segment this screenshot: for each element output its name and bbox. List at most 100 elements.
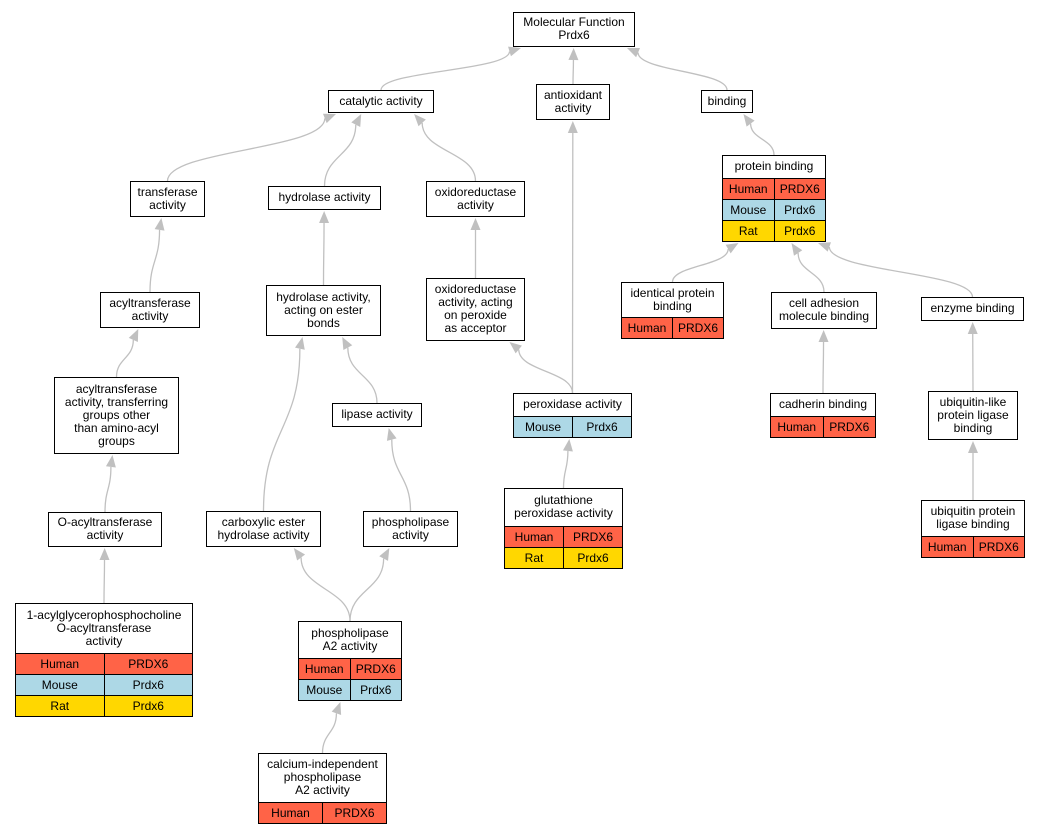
node-hydrolase-ester-bonds[interactable]: hydrolase activity, acting on ester bond… — [266, 285, 381, 336]
arrowhead — [791, 243, 803, 256]
arrowhead — [562, 439, 573, 452]
species-cell: Human — [40, 657, 80, 671]
node-catalytic-activity[interactable]: catalytic activity — [328, 90, 434, 113]
arrowhead — [627, 48, 640, 58]
edge-line — [262, 348, 301, 512]
arrowhead — [99, 548, 110, 561]
edge-line — [103, 559, 106, 604]
node-ubiquitin-like-protein-ligase-binding[interactable]: ubiquitin-like protein ligase binding — [928, 391, 1018, 440]
arrowhead — [351, 114, 362, 127]
gene-cell: PRDX6 — [773, 179, 826, 199]
node-label: antioxidant activity — [543, 87, 603, 115]
species-cell: Human — [514, 530, 554, 544]
node-oxidoreductase-peroxide[interactable]: oxidoreductase activity, acting on perox… — [426, 278, 525, 341]
species-cell: Human — [927, 540, 967, 554]
arrowhead — [379, 548, 390, 561]
node-1-acylglycerophosphocholine-o-acyltransferase[interactable]: 1-acylglycerophosphocholine O-acyltransf… — [15, 603, 193, 717]
arrowhead — [743, 114, 755, 127]
species-cell: Mouse — [730, 203, 767, 217]
arrowhead — [319, 211, 330, 224]
edge-line — [391, 439, 412, 512]
species-cell: Mouse — [41, 678, 78, 692]
node-label: ubiquitin protein ligase binding — [930, 504, 1016, 531]
node-antioxidant-activity[interactable]: antioxidant activity — [536, 84, 610, 120]
gene-cell: Prdx6 — [349, 680, 402, 700]
species-row: Mouse Prdx6 — [299, 679, 401, 700]
node-label: O-acyltransferase activity — [57, 515, 153, 542]
edge-line — [518, 349, 574, 394]
node-calcium-independent-phospholipase-a2[interactable]: calcium-independent phospholipase A2 act… — [258, 753, 387, 824]
edge-line — [321, 713, 338, 754]
node-binding[interactable]: binding — [701, 90, 753, 113]
gene-cell: PRDX6 — [972, 537, 1025, 557]
node-label: acyltransferase activity — [109, 295, 191, 323]
node-cell-adhesion-molecule-binding[interactable]: cell adhesion molecule binding — [771, 292, 877, 329]
edge-line — [822, 341, 825, 394]
node-label: enzyme binding — [930, 301, 1015, 315]
gene-cell: PRDX6 — [672, 318, 723, 338]
edge-line — [380, 51, 511, 91]
node-label: 1-acylglycerophosphocholine O-acyltransf… — [26, 607, 182, 648]
node-label: Molecular Function Prdx6 — [523, 15, 625, 42]
arrowhead — [567, 121, 578, 134]
species-cell: Rat — [524, 551, 544, 565]
edge-line — [671, 248, 729, 283]
gene-cell: Prdx6 — [773, 221, 826, 241]
node-lipase-activity[interactable]: lipase activity — [332, 403, 422, 427]
arrowhead — [128, 329, 139, 342]
arrowhead — [331, 702, 342, 715]
node-label: carboxylic ester hydrolase activity — [217, 514, 310, 542]
gene-cell: Prdx6 — [563, 548, 622, 568]
arrowhead — [818, 330, 829, 343]
arrowhead — [508, 46, 521, 57]
node-label: oxidoreductase activity, acting on perox… — [434, 282, 517, 335]
gene-cell: Prdx6 — [103, 696, 193, 716]
arrowhead — [294, 337, 305, 350]
node-enzyme-binding[interactable]: enzyme binding — [921, 297, 1024, 321]
node-molecular-function[interactable]: Molecular Function Prdx6 — [513, 12, 635, 47]
edge-line — [828, 246, 974, 298]
arrowhead — [154, 218, 165, 231]
node-oxidoreductase-activity[interactable]: oxidoreductase activity — [426, 181, 525, 217]
species-cell: Mouse — [306, 683, 343, 697]
gene-cell: PRDX6 — [822, 417, 876, 437]
edge-line — [349, 558, 385, 622]
node-o-acyltransferase-activity[interactable]: O-acyltransferase activity — [48, 512, 162, 547]
arrowhead — [323, 113, 336, 124]
edge-line — [749, 123, 775, 156]
edge-line — [562, 450, 569, 489]
species-cell: Mouse — [524, 420, 562, 434]
arrowhead — [470, 218, 481, 230]
species-cell: Human — [271, 806, 310, 820]
edge-line — [104, 466, 112, 513]
node-transferase-activity[interactable]: transferase activity — [130, 181, 205, 217]
node-acyltransferase-other-groups[interactable]: acyltransferase activity, transferring g… — [54, 377, 179, 454]
node-label: catalytic activity — [339, 93, 423, 108]
arrowhead — [725, 243, 739, 254]
species-row: Rat Prdx6 — [723, 220, 825, 241]
node-label: hydrolase activity, acting on ester bond… — [276, 289, 371, 330]
node-label: transferase activity — [137, 184, 198, 212]
arrowhead — [568, 48, 579, 61]
arrowhead — [293, 548, 306, 561]
node-hydrolase-activity[interactable]: hydrolase activity — [268, 186, 381, 210]
node-acyltransferase-activity[interactable]: acyltransferase activity — [100, 292, 200, 328]
node-carboxylic-ester-hydrolase-activity[interactable]: carboxylic ester hydrolase activity — [206, 511, 321, 547]
species-cell: Rat — [738, 224, 758, 238]
arrowhead — [342, 337, 353, 350]
node-phospholipase-activity[interactable]: phospholipase activity — [363, 511, 458, 547]
